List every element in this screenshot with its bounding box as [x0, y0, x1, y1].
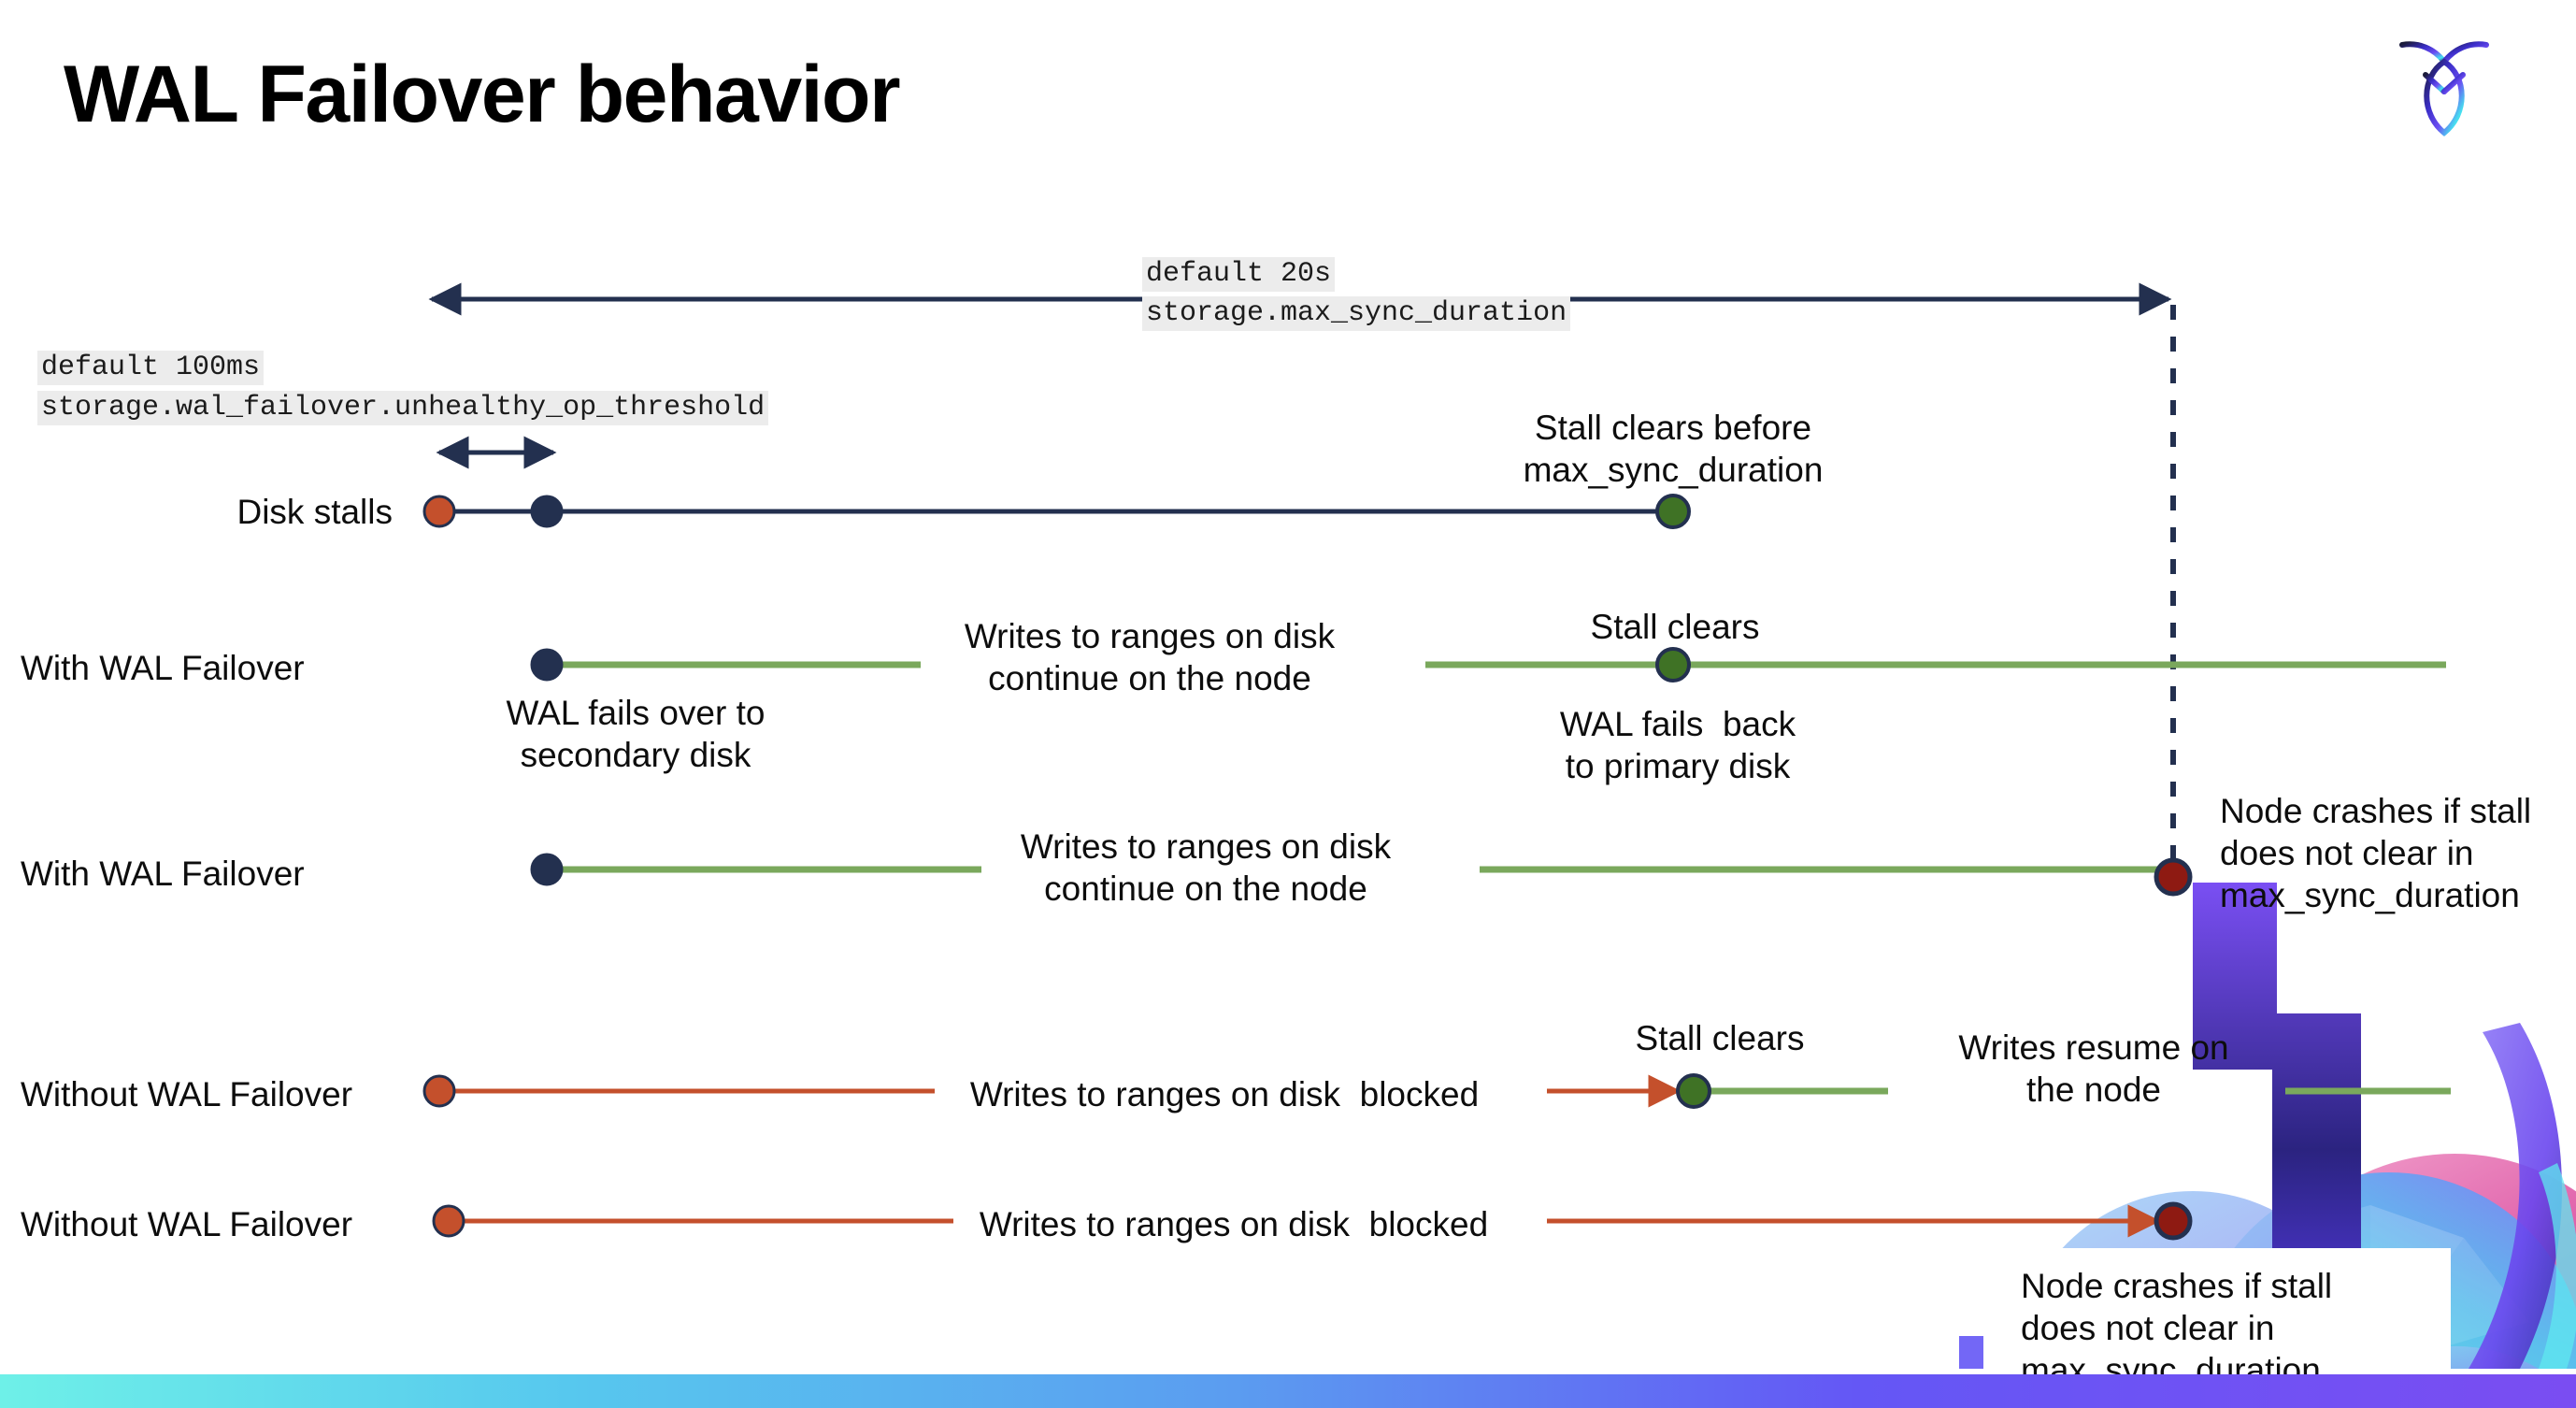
- row-label-disk-stalls: Disk stalls: [236, 493, 393, 531]
- annotation-stall-clears-row2: Stall clears: [1590, 608, 1760, 646]
- marker-node-crash: [2154, 857, 2193, 897]
- marker-node-crash: [2154, 1201, 2193, 1241]
- timeline-row-without-wal-failover-crash: [432, 1201, 2193, 1241]
- bottom-gradient-bar: [0, 1374, 2576, 1408]
- timeline-row-with-wal-failover-clears: [530, 647, 2446, 682]
- unhealthy-op-setting-chip: storage.wal_failover.unhealthy_op_thresh…: [37, 391, 769, 426]
- row-label-with-wal-failover-clears: With WAL Failover: [21, 649, 305, 687]
- annotation-wal-fails-over: WAL fails over to secondary disk: [506, 694, 766, 775]
- marker-stall-begin: [422, 495, 456, 528]
- slide-title: WAL Failover behavior: [64, 50, 901, 139]
- marker-stall-begin: [432, 1204, 465, 1238]
- marker-wal-fails-over: [530, 853, 564, 886]
- annotation-stall-clears-row4: Stall clears: [1635, 1019, 1805, 1057]
- timeline-row-disk-stalls: [422, 494, 1691, 529]
- callout-text: Node crashes if stall does not clear in …: [2021, 1267, 2333, 1390]
- row-label-without-wal-failover-clears: Without WAL Failover: [21, 1075, 353, 1113]
- annotation-wal-fails-back: WAL fails back to primary disk: [1559, 705, 1796, 786]
- row-label-with-wal-failover-crash: With WAL Failover: [21, 855, 305, 893]
- row-label-without-wal-failover-crash: Without WAL Failover: [21, 1205, 353, 1243]
- annotation-writes-continue-row2: Writes to ranges on disk continue on the…: [964, 617, 1336, 698]
- marker-stall-clears: [1655, 494, 1691, 529]
- unhealthy-op-default-chip: default 100ms: [37, 351, 265, 386]
- marker-wal-fails-over: [530, 648, 564, 682]
- annotation-node-crashes-row3: Node crashes if stall does not clear in …: [2220, 792, 2532, 915]
- annotation-stall-clears-before-max-sync: Stall clears before max_sync_duration: [1523, 409, 1824, 490]
- timeline-row-with-wal-failover-crash: [530, 853, 2193, 897]
- max-sync-default-chip: default 20s: [1142, 257, 1336, 293]
- annotation-writes-resume: Writes resume on the node: [1958, 1028, 2229, 1110]
- annotation-writes-continue-row3: Writes to ranges on disk continue on the…: [1020, 827, 1392, 909]
- max-sync-setting-chip: storage.max_sync_duration: [1142, 296, 1571, 332]
- marker-threshold-reached: [530, 495, 564, 528]
- timeline-row-without-wal-failover-clears: [422, 1073, 2451, 1109]
- marker-stall-clears: [1676, 1073, 1711, 1109]
- annotation-writes-blocked-row5: Writes to ranges on disk blocked: [979, 1205, 1489, 1243]
- marker-stall-begin: [422, 1074, 456, 1108]
- cockroachdb-logo-icon: [2399, 41, 2489, 136]
- annotation-writes-blocked-row4: Writes to ranges on disk blocked: [969, 1075, 1480, 1113]
- marker-stall-clears: [1655, 647, 1691, 682]
